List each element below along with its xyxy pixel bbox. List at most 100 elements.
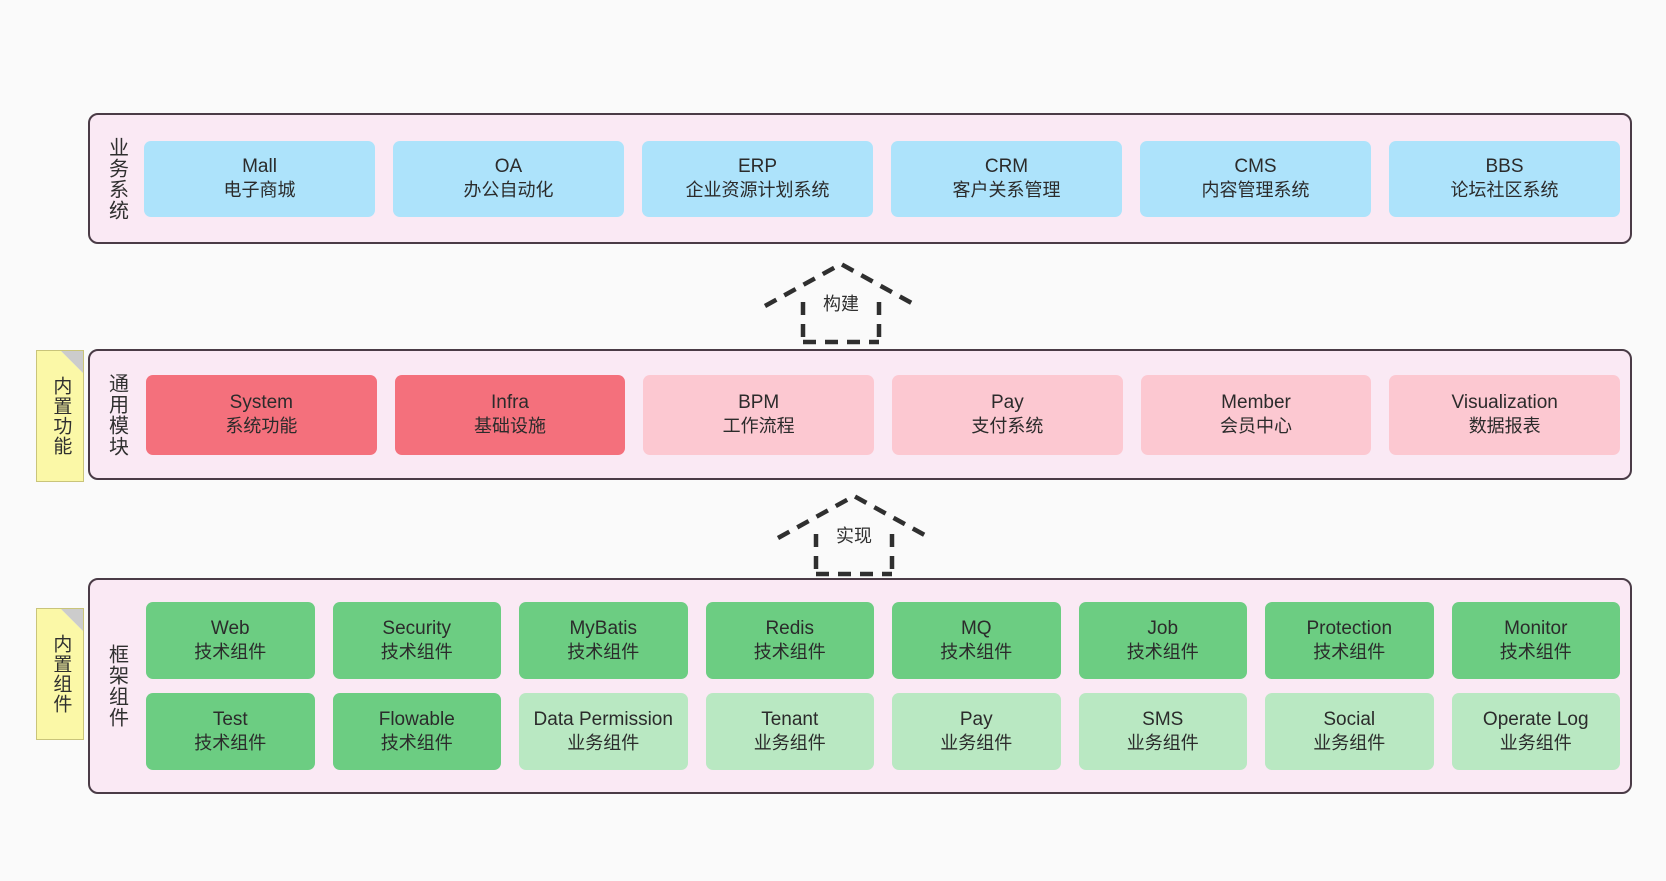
connector-label-implement: 实现 [833,522,875,548]
card-row: Web 技术组件 Security 技术组件 MyBatis 技术组件 Redi… [146,602,1620,679]
card-job[interactable]: Job 技术组件 [1078,602,1247,679]
card-title-cn: 工作流程 [722,416,795,437]
card-title-cn: 论坛社区系统 [1450,180,1559,201]
layer-framework-component: 框架组件 Web 技术组件 Security 技术组件 MyBatis 技术组件… [88,578,1632,794]
layer-body-business: Mall 电子商城 OA 办公自动化 ERP 企业资源计划系统 CRM 客户关系… [142,115,1630,242]
layer-common-module: 通用模块 System 系统功能 Infra 基础设施 BPM 工作流程 Pay… [88,349,1632,480]
card-crm[interactable]: CRM 客户关系管理 [891,140,1122,217]
card-title-cn: 业务组件 [753,733,826,754]
card-title-cn: 企业资源计划系统 [685,180,830,201]
card-title-en: SMS [1142,708,1184,730]
card-title-en: System [229,391,294,413]
card-title-en: Infra [490,391,530,413]
card-title-cn: 内容管理系统 [1201,180,1310,201]
card-title-cn: 业务组件 [1126,733,1199,754]
card-title-en: Pay [959,708,993,730]
card-title-en: Data Permission [533,708,673,730]
card-title-cn: 系统功能 [225,416,298,437]
card-title-en: MyBatis [569,617,638,639]
layer-business-system: 业务系统 Mall 电子商城 OA 办公自动化 ERP 企业资源计划系统 CRM… [88,113,1632,244]
card-cms[interactable]: CMS 内容管理系统 [1140,140,1371,217]
card-security[interactable]: Security 技术组件 [332,602,501,679]
connector-build: 构建 [755,258,927,345]
card-title-cn: 业务组件 [567,733,640,754]
card-infra[interactable]: Infra 基础设施 [394,374,626,455]
card-title-en: Operate Log [1482,708,1589,730]
card-title-en: CRM [984,155,1029,177]
layer-title-common: 通用模块 [105,372,128,457]
card-mall[interactable]: Mall 电子商城 [144,140,375,217]
card-bpm[interactable]: BPM 工作流程 [643,374,875,455]
card-title-en: Visualization [1451,391,1558,413]
layer-title-framework: 框架组件 [105,644,128,728]
card-flowable[interactable]: Flowable 技术组件 [332,693,501,770]
card-operate-log[interactable]: Operate Log 业务组件 [1451,693,1620,770]
card-visualization[interactable]: Visualization 数据报表 [1389,374,1621,455]
card-title-en: MQ [960,617,992,639]
card-title-en: Member [1221,391,1291,413]
card-title-en: CMS [1234,155,1277,177]
card-title-cn: 技术组件 [194,733,267,754]
card-mq[interactable]: MQ 技术组件 [892,602,1061,679]
card-social[interactable]: Social 业务组件 [1265,693,1434,770]
card-system[interactable]: System 系统功能 [146,374,377,455]
card-title-cn: 业务组件 [1313,733,1386,754]
card-web[interactable]: Web 技术组件 [146,602,315,679]
card-title-cn: 技术组件 [940,642,1013,663]
card-pay[interactable]: Pay 支付系统 [892,374,1123,455]
card-title-en: BBS [1485,155,1524,177]
card-bbs[interactable]: BBS 论坛社区系统 [1389,140,1620,217]
card-title-cn: 技术组件 [1499,642,1572,663]
generalization-arrow-icon [763,261,919,345]
card-pay-component[interactable]: Pay 业务组件 [892,693,1061,770]
card-title-cn: 技术组件 [753,642,826,663]
generalization-arrow-icon [776,493,932,577]
card-title-en: ERP [737,155,778,177]
card-title-cn: 技术组件 [1313,642,1386,663]
card-row: System 系统功能 Infra 基础设施 BPM 工作流程 Pay 支付系统… [146,374,1621,455]
card-data-permission[interactable]: Data Permission 业务组件 [519,693,688,770]
card-title-en: Web [210,617,250,639]
card-title-cn: 客户关系管理 [952,180,1061,201]
card-title-en: Tenant [761,708,819,730]
layer-title-business: 业务系统 [105,136,128,221]
card-title-cn: 数据报表 [1468,416,1541,437]
card-title-cn: 技术组件 [380,733,453,754]
card-title-cn: 业务组件 [940,733,1013,754]
card-member[interactable]: Member 会员中心 [1140,374,1372,455]
card-title-en: Mall [242,155,277,177]
card-title-en: Test [212,708,248,730]
card-title-cn: 技术组件 [1126,642,1199,663]
card-row: Test 技术组件 Flowable 技术组件 Data Permission … [146,693,1620,770]
card-title-en: OA [494,155,523,177]
card-title-en: Job [1147,617,1179,639]
connector-implement: 实现 [768,490,940,577]
note-builtin-component: 内置组件 [36,608,84,740]
card-redis[interactable]: Redis 技术组件 [705,602,874,679]
card-mybatis[interactable]: MyBatis 技术组件 [519,602,688,679]
connector-label-build: 构建 [820,290,862,316]
card-test[interactable]: Test 技术组件 [146,693,315,770]
layer-body-framework: Web 技术组件 Security 技术组件 MyBatis 技术组件 Redi… [142,580,1630,792]
card-title-en: BPM [738,391,780,413]
card-title-en: Flowable [378,708,455,730]
card-monitor[interactable]: Monitor 技术组件 [1451,602,1620,679]
card-protection[interactable]: Protection 技术组件 [1265,602,1434,679]
card-title-cn: 技术组件 [380,642,453,663]
note-label: 内置组件 [50,634,72,714]
card-title-cn: 电子商城 [223,180,296,201]
card-erp[interactable]: ERP 企业资源计划系统 [642,140,873,217]
card-row: Mall 电子商城 OA 办公自动化 ERP 企业资源计划系统 CRM 客户关系… [144,140,1620,217]
card-title-cn: 技术组件 [194,642,267,663]
card-title-cn: 业务组件 [1499,733,1572,754]
card-title-en: Pay [990,391,1024,413]
card-tenant[interactable]: Tenant 业务组件 [705,693,874,770]
card-oa[interactable]: OA 办公自动化 [393,140,624,217]
card-title-cn: 办公自动化 [463,180,554,201]
card-sms[interactable]: SMS 业务组件 [1078,693,1247,770]
card-title-cn: 基础设施 [474,416,546,437]
card-title-en: Social [1323,708,1376,730]
layer-body-common: System 系统功能 Infra 基础设施 BPM 工作流程 Pay 支付系统… [142,351,1630,478]
card-title-en: Monitor [1504,617,1568,639]
